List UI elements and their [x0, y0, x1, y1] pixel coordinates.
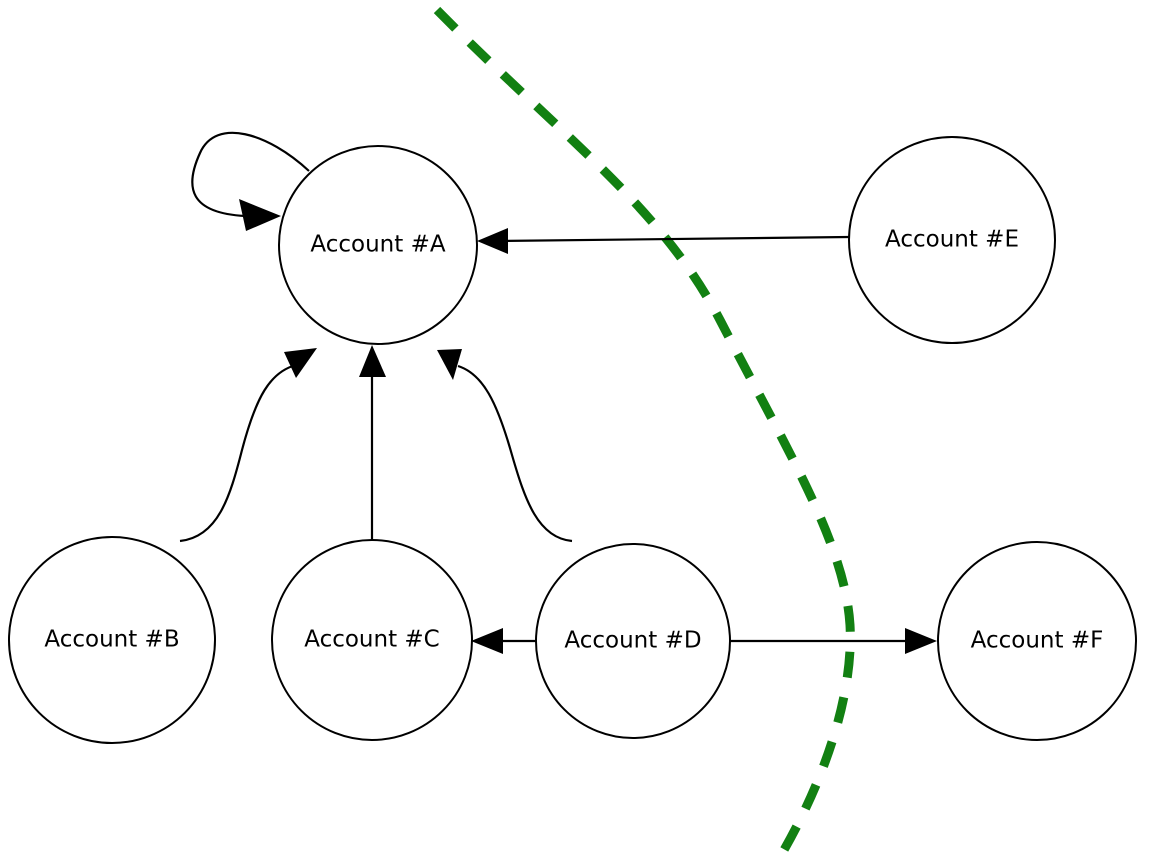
edge-d-to-a-arrowhead — [437, 349, 462, 380]
node-account-d[interactable]: Account #D — [535, 543, 731, 739]
node-account-d-circle[interactable] — [535, 543, 731, 739]
edge-e-to-a-arrowhead — [477, 228, 508, 254]
node-account-a[interactable]: Account #A — [278, 145, 478, 345]
node-account-e[interactable]: Account #E — [848, 136, 1056, 344]
edge-b-to-a-line — [179, 363, 297, 543]
edge-d-to-a — [437, 349, 573, 543]
edge-d-to-f-arrowhead — [905, 628, 937, 654]
node-account-a-circle[interactable] — [278, 145, 478, 345]
edge-c-to-a — [359, 345, 386, 540]
node-account-c[interactable]: Account #C — [271, 539, 473, 741]
node-account-f[interactable]: Account #F — [937, 541, 1137, 741]
edge-d-to-c-arrowhead — [471, 628, 503, 654]
edge-d-to-c — [471, 628, 538, 654]
node-account-b[interactable]: Account #B — [8, 536, 216, 744]
node-account-c-circle[interactable] — [271, 539, 473, 741]
edge-e-to-a — [477, 228, 850, 254]
node-account-b-circle[interactable] — [8, 536, 216, 744]
edge-b-to-a-arrowhead — [284, 348, 317, 378]
edge-d-to-a-line — [457, 364, 573, 543]
edge-a-to-a-line — [191, 131, 310, 218]
edge-c-to-a-arrowhead — [359, 345, 386, 377]
edge-a-to-a — [191, 131, 310, 231]
edge-e-to-a-line — [499, 235, 850, 243]
node-account-f-circle[interactable] — [937, 541, 1137, 741]
edge-d-to-f — [730, 628, 937, 654]
node-account-e-circle[interactable] — [848, 136, 1056, 344]
green-dashed-boundary — [433, 6, 855, 864]
edge-a-to-a-arrowhead — [239, 199, 281, 231]
edge-b-to-a — [179, 348, 317, 543]
